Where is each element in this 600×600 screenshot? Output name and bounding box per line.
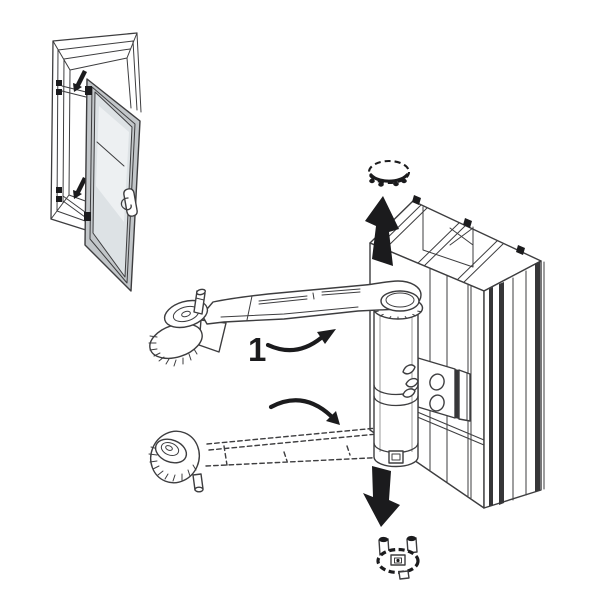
rim-clip-tabs bbox=[412, 195, 525, 255]
hinge-barrel bbox=[372, 296, 424, 468]
frame-hinge-top-marker bbox=[56, 70, 87, 98]
hinge-point-arrow-icon bbox=[73, 70, 87, 92]
arm-bracket bbox=[198, 319, 227, 353]
hinge-point-arrow-icon bbox=[73, 177, 87, 199]
knurled-knob bbox=[148, 288, 209, 367]
plate-hole bbox=[429, 394, 445, 412]
rotate-arrow-ghost-icon bbox=[268, 398, 340, 425]
window-frame bbox=[50, 32, 142, 232]
gasket-strips bbox=[489, 262, 540, 506]
glass-reflection bbox=[96, 106, 129, 222]
up-arrow-icon bbox=[365, 196, 399, 266]
hinge-arm-ghost bbox=[148, 426, 391, 493]
top-cap-icon bbox=[367, 159, 411, 187]
arm-slot bbox=[220, 288, 361, 321]
window-overview bbox=[50, 32, 142, 292]
plate-hole bbox=[429, 373, 445, 391]
barrel-top-cap bbox=[380, 290, 420, 312]
step-1-label: 1 bbox=[248, 331, 266, 368]
sash-hinge-block bbox=[85, 86, 92, 95]
frame-hinge-bottom-marker bbox=[56, 177, 87, 218]
ghost-knob bbox=[148, 430, 204, 493]
window-sash bbox=[84, 78, 141, 292]
adjustment-slots bbox=[402, 364, 419, 398]
hinge-arm bbox=[148, 280, 422, 367]
down-arrow-icon bbox=[363, 466, 400, 527]
bottom-bush-icon bbox=[376, 535, 420, 580]
sash-hinge-block bbox=[84, 212, 91, 221]
rotate-arrow-step1-icon bbox=[265, 329, 336, 353]
window-handle-icon bbox=[120, 188, 138, 217]
barrel-notch bbox=[388, 450, 404, 464]
